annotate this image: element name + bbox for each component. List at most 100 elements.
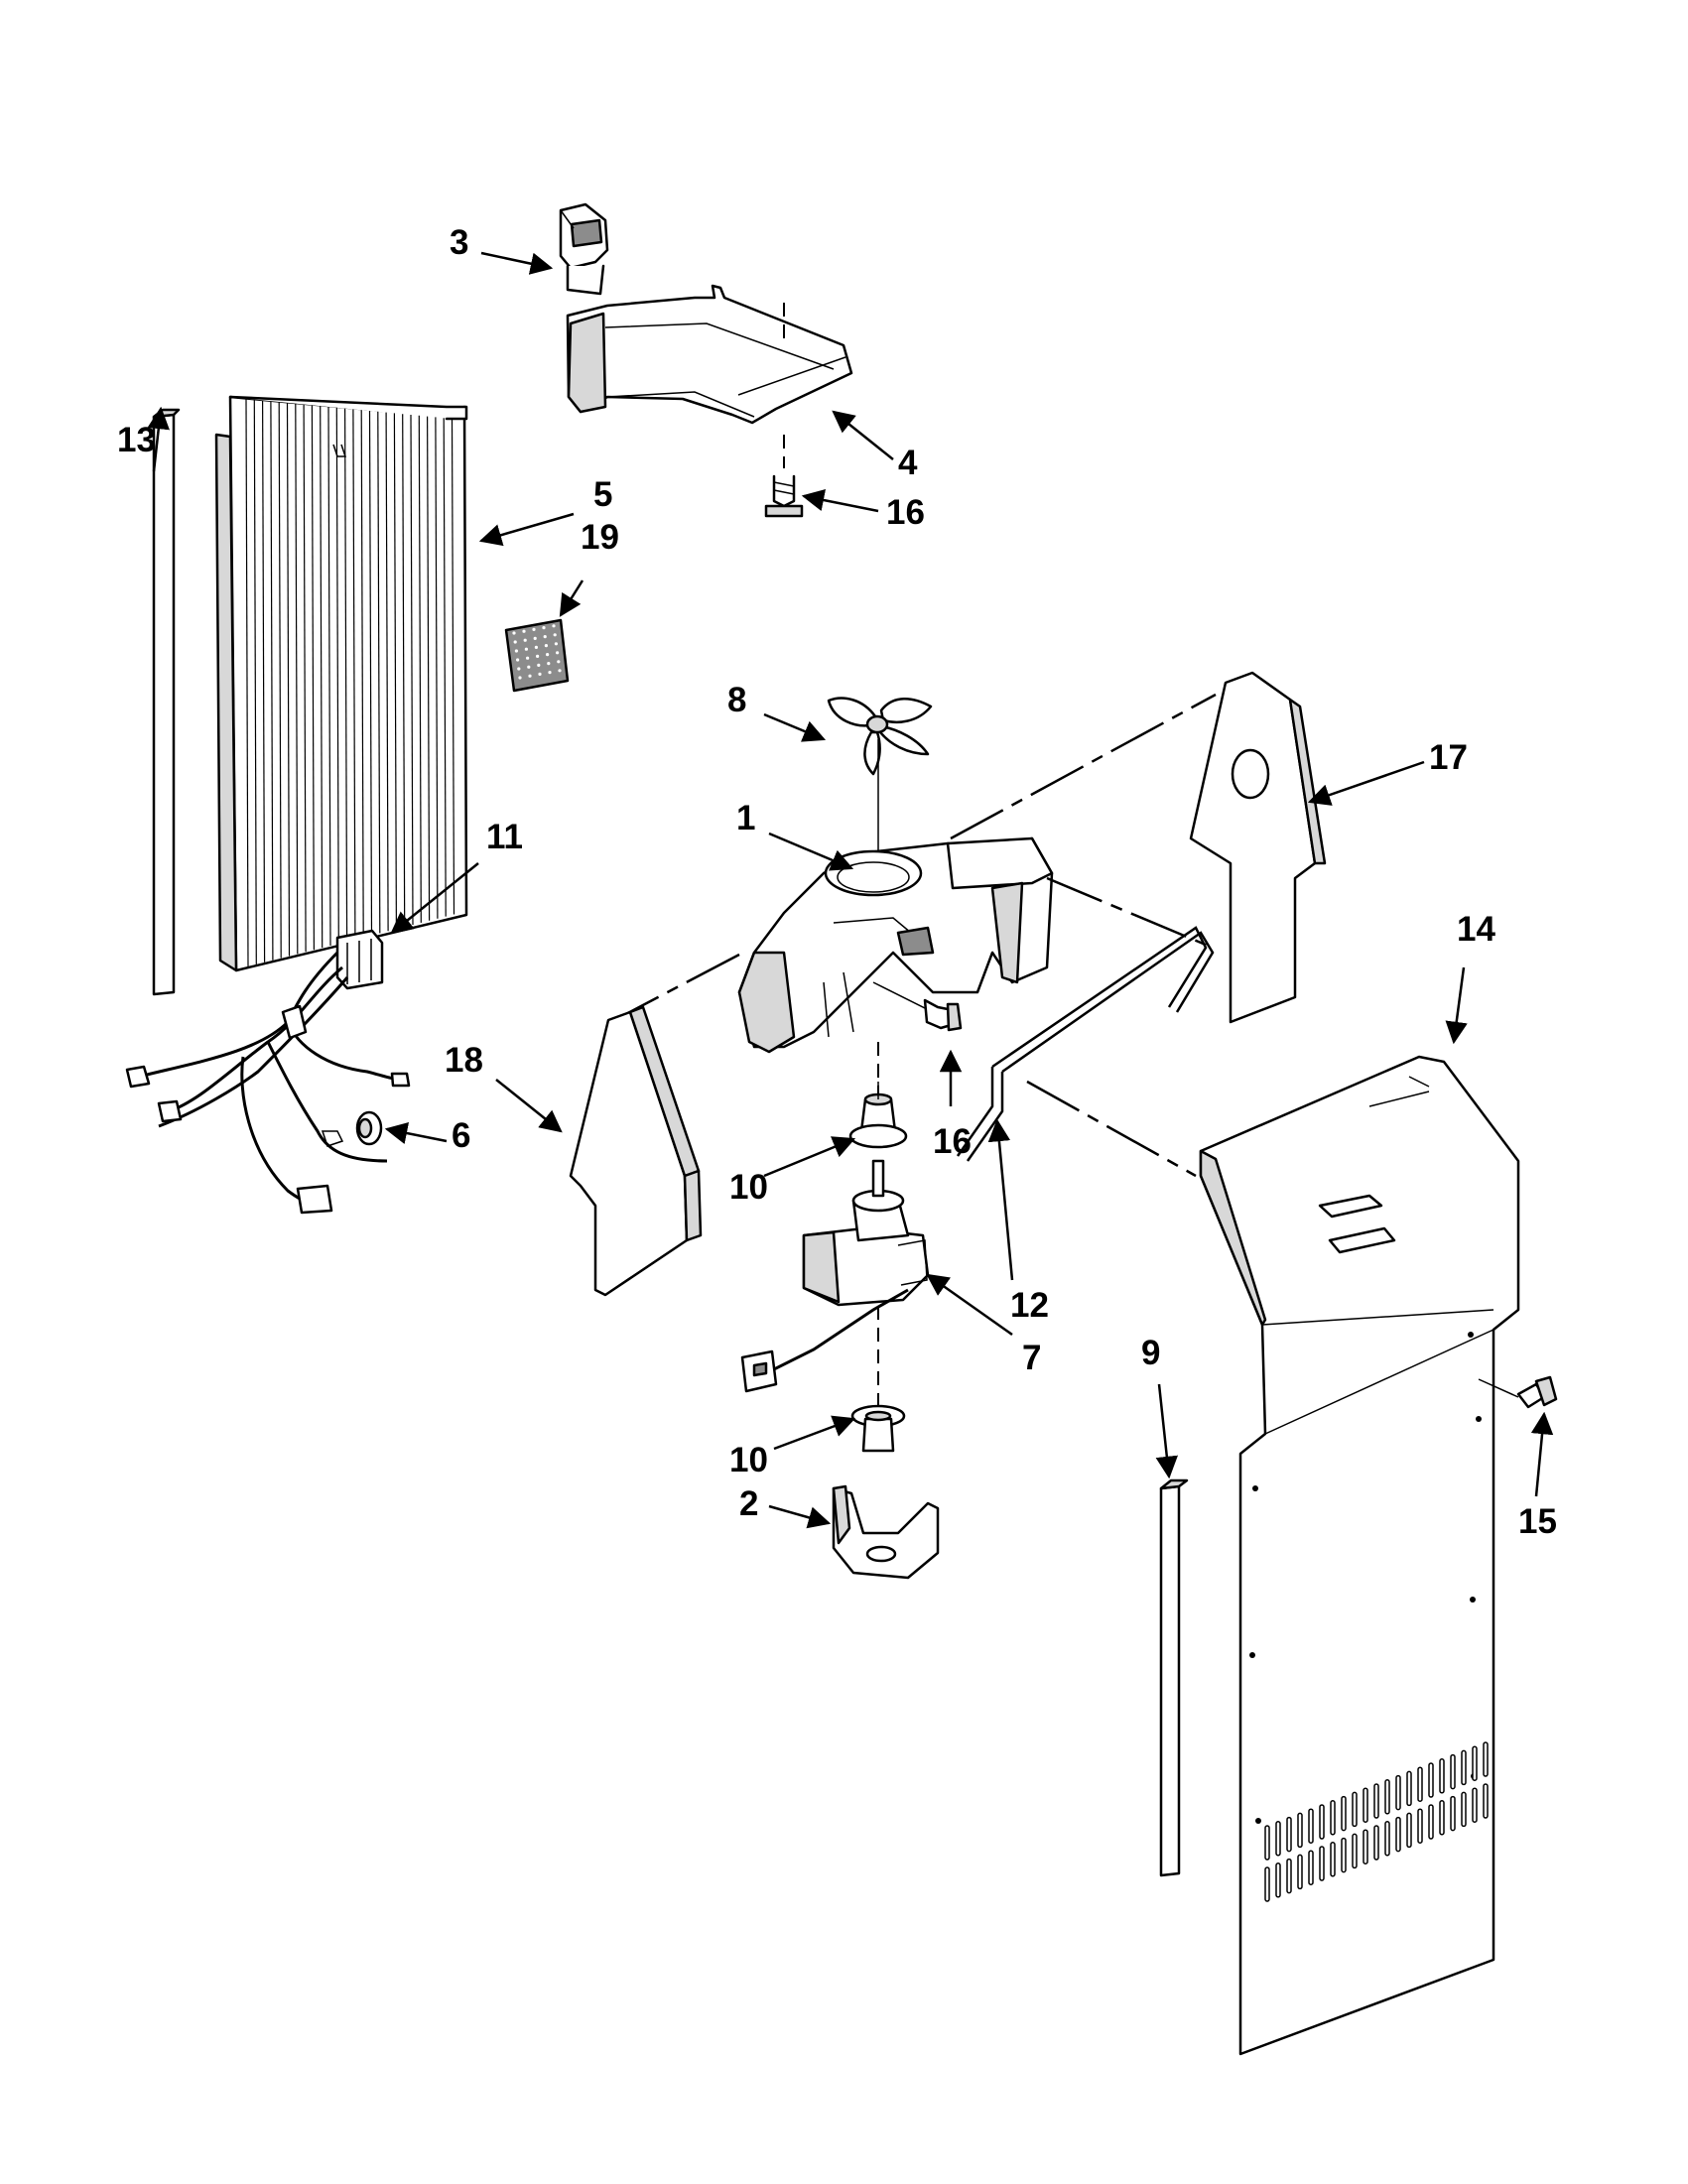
vent-slot bbox=[1439, 1758, 1445, 1794]
panel-rib bbox=[295, 403, 299, 955]
pad-dot bbox=[518, 676, 522, 680]
panel-rib bbox=[320, 406, 324, 949]
part-10-grommet-upper bbox=[848, 1082, 908, 1149]
vent-slot bbox=[1319, 1804, 1325, 1840]
vent-slot bbox=[1330, 1842, 1336, 1877]
pad-dot bbox=[512, 631, 516, 635]
pad-dot bbox=[534, 645, 539, 650]
callout-labels: 3 4 16 13 5 19 8 17 1 11 14 18 6 16 10 1… bbox=[117, 223, 1557, 1541]
part-16-screw-middle bbox=[872, 981, 963, 1032]
vent-slot bbox=[1341, 1795, 1347, 1832]
vent-slot bbox=[1384, 1779, 1390, 1815]
construction-line bbox=[1026, 1080, 1197, 1178]
vent-slot bbox=[1395, 1816, 1401, 1853]
part-16-screw-top bbox=[764, 474, 804, 518]
vent-slot bbox=[1428, 1762, 1434, 1798]
vent-slot bbox=[1483, 1741, 1489, 1777]
vent-slot bbox=[1308, 1850, 1314, 1885]
panel-rib bbox=[451, 418, 455, 915]
panel-rib bbox=[286, 402, 291, 957]
leader-arrows bbox=[147, 251, 1554, 1529]
part-8-fan-blade bbox=[827, 697, 933, 776]
callout-16-top: 16 bbox=[886, 493, 925, 532]
pad-dot bbox=[528, 674, 532, 678]
callout-4: 4 bbox=[898, 444, 918, 482]
panel-rib bbox=[427, 416, 431, 921]
panel-rib bbox=[368, 410, 373, 936]
vent-slot bbox=[1319, 1846, 1325, 1881]
vent-slot bbox=[1417, 1808, 1423, 1844]
pad-dot bbox=[532, 627, 536, 632]
vent-slot bbox=[1461, 1791, 1467, 1828]
vent-slot bbox=[1341, 1837, 1347, 1873]
panel-rib bbox=[443, 418, 447, 917]
pad-dot bbox=[533, 636, 537, 641]
part-13-foam-strip bbox=[152, 408, 181, 996]
part-4-duct-cover bbox=[566, 284, 853, 468]
panel-rib bbox=[393, 413, 397, 930]
part-11-wire-harness bbox=[125, 929, 411, 1215]
pad-dot bbox=[524, 647, 529, 651]
pad-dot bbox=[552, 624, 556, 628]
panel-rib bbox=[352, 409, 356, 940]
part-3-bracket bbox=[559, 202, 609, 296]
callout-19: 19 bbox=[581, 518, 619, 557]
vent-slot bbox=[1275, 1863, 1281, 1898]
panel-rib bbox=[253, 399, 257, 964]
vent-slot bbox=[1450, 1795, 1456, 1832]
pad-dot bbox=[527, 665, 531, 669]
vent-slot bbox=[1373, 1783, 1379, 1819]
vent-slot bbox=[1373, 1825, 1379, 1861]
pad-dot bbox=[542, 626, 546, 630]
callout-7: 7 bbox=[1022, 1339, 1041, 1377]
part-15-screw bbox=[1478, 1375, 1558, 1409]
construction-line bbox=[619, 953, 740, 1019]
callout-12: 12 bbox=[1010, 1286, 1049, 1325]
pad-texture bbox=[512, 624, 562, 680]
pad-dot bbox=[516, 658, 520, 662]
part-10-grommet-lower bbox=[850, 1404, 906, 1453]
pad-dot bbox=[537, 663, 541, 668]
part-14-rear-panel bbox=[1199, 1055, 1520, 2056]
part-19-foam-pad bbox=[504, 618, 570, 693]
part-12-wire-bracket bbox=[956, 926, 1215, 1162]
panel-rib bbox=[418, 415, 422, 923]
panel-rib bbox=[377, 411, 381, 934]
vent-slot bbox=[1461, 1749, 1467, 1786]
part-5-evaporator-cover bbox=[214, 395, 468, 972]
panel-rib bbox=[435, 417, 439, 919]
callout-2: 2 bbox=[739, 1484, 758, 1523]
callout-9: 9 bbox=[1141, 1334, 1160, 1372]
pad-dot bbox=[548, 671, 552, 675]
pad-dot bbox=[522, 629, 526, 633]
vent-slot bbox=[1286, 1816, 1292, 1853]
vent-slot bbox=[1363, 1787, 1368, 1823]
part-2-motor-bracket bbox=[832, 1484, 940, 1580]
panel-rib bbox=[311, 405, 315, 951]
part-7-fan-motor bbox=[740, 1159, 930, 1393]
callout-3: 3 bbox=[450, 223, 468, 262]
vent-slots bbox=[1264, 1741, 1489, 1902]
vent-slot bbox=[1297, 1812, 1303, 1849]
callout-13: 13 bbox=[117, 421, 156, 459]
pad-dot bbox=[513, 640, 517, 644]
vent-slot bbox=[1472, 1787, 1478, 1823]
panel-rib bbox=[327, 406, 331, 947]
part-9-foam-strip bbox=[1159, 1478, 1189, 1877]
callout-10-lower: 10 bbox=[729, 1441, 768, 1479]
panel-rib bbox=[344, 408, 348, 942]
part-6-grommet bbox=[355, 1110, 383, 1146]
callout-8: 8 bbox=[727, 681, 746, 719]
pad-dot bbox=[554, 642, 559, 646]
vent-slot bbox=[1308, 1808, 1314, 1844]
vent-slot bbox=[1450, 1753, 1456, 1790]
panel-rib bbox=[402, 414, 406, 928]
pad-dot bbox=[517, 667, 521, 671]
construction-line bbox=[1046, 876, 1214, 950]
panel-ribs bbox=[245, 398, 455, 967]
pad-dot bbox=[546, 653, 550, 657]
pad-dot bbox=[553, 633, 557, 637]
pad-dot bbox=[557, 660, 561, 664]
pad-dot bbox=[543, 635, 547, 639]
